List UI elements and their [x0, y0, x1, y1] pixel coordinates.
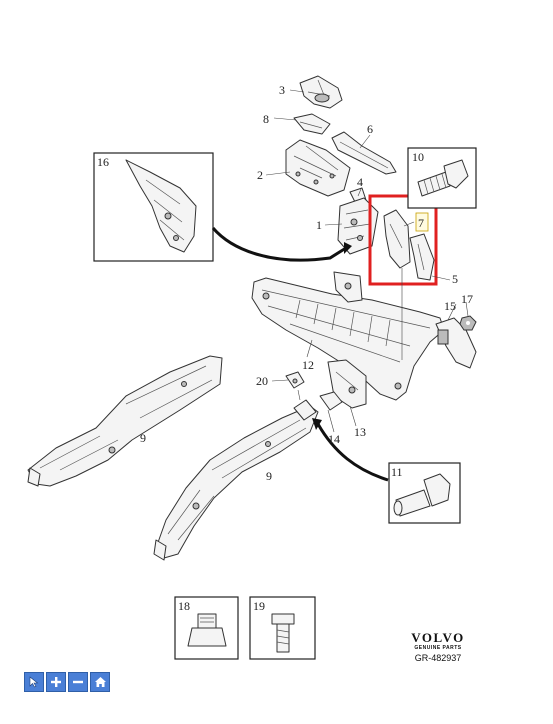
arrow-11 [316, 423, 389, 482]
arrow-16-head [344, 242, 352, 254]
callout-10: 10 [412, 150, 424, 164]
detail-box-16 [93, 152, 214, 262]
callout-16: 16 [97, 155, 109, 169]
minus-icon [73, 680, 83, 684]
callout-17: 17 [461, 292, 473, 306]
home-button[interactable] [90, 672, 110, 692]
leader-lines [265, 89, 469, 433]
callout-15: 15 [444, 299, 456, 313]
callout-2: 2 [257, 168, 263, 182]
genuine-parts-label: GENUINE PARTS [414, 645, 462, 651]
part-3 [299, 75, 343, 109]
volvo-logo: VOLVO [411, 630, 465, 645]
callout-12: 12 [302, 358, 314, 372]
callout-11: 11 [391, 465, 403, 479]
callout-9b: 9 [266, 469, 272, 483]
callout-5: 5 [452, 272, 458, 286]
volvo-brand-block: VOLVO GENUINE PARTS GR-482937 [405, 630, 471, 663]
plus-icon [51, 677, 61, 687]
part-5 [409, 233, 435, 281]
part-9-upper [27, 355, 223, 487]
detail-box-11 [388, 462, 461, 524]
part-20 [285, 371, 305, 389]
callout-19: 19 [253, 599, 265, 613]
pointer-icon [29, 676, 39, 688]
part-8 [293, 113, 331, 135]
callout-3: 3 [279, 83, 285, 97]
part-17 [459, 315, 477, 331]
arrow-11-head [312, 418, 322, 430]
detail-box-18 [174, 596, 239, 660]
part-6 [331, 131, 397, 175]
callout-18: 18 [178, 599, 190, 613]
part-7-label-box [415, 212, 429, 232]
home-icon [94, 677, 106, 687]
arrow-16 [211, 227, 347, 262]
part-12 [251, 271, 445, 401]
part-14 [319, 391, 343, 411]
zoom-out-button[interactable] [68, 672, 88, 692]
callout-7: 7 [418, 216, 424, 230]
part-2 [285, 139, 351, 197]
callout-20: 20 [256, 374, 268, 388]
part-7 [383, 209, 411, 269]
diagram-code: GR-482937 [414, 653, 462, 663]
part-1 [337, 197, 379, 255]
zoom-toolbar [24, 672, 110, 692]
callout-6: 6 [367, 122, 373, 136]
callout-4: 4 [357, 175, 363, 189]
callout-1: 1 [316, 218, 322, 232]
callout-labels: 1 2 3 4 5 6 7 8 9 9 10 11 12 13 14 15 16… [97, 83, 473, 613]
callout-9a: 9 [140, 431, 146, 445]
callout-13: 13 [354, 425, 366, 439]
detail-box-19 [249, 596, 316, 660]
detail-box-10 [407, 147, 477, 209]
part-9-lower [153, 399, 319, 561]
callout-8: 8 [263, 112, 269, 126]
callout-14: 14 [328, 432, 340, 446]
zoom-in-button[interactable] [46, 672, 66, 692]
pointer-button[interactable] [24, 672, 44, 692]
highlight-box [368, 194, 438, 286]
